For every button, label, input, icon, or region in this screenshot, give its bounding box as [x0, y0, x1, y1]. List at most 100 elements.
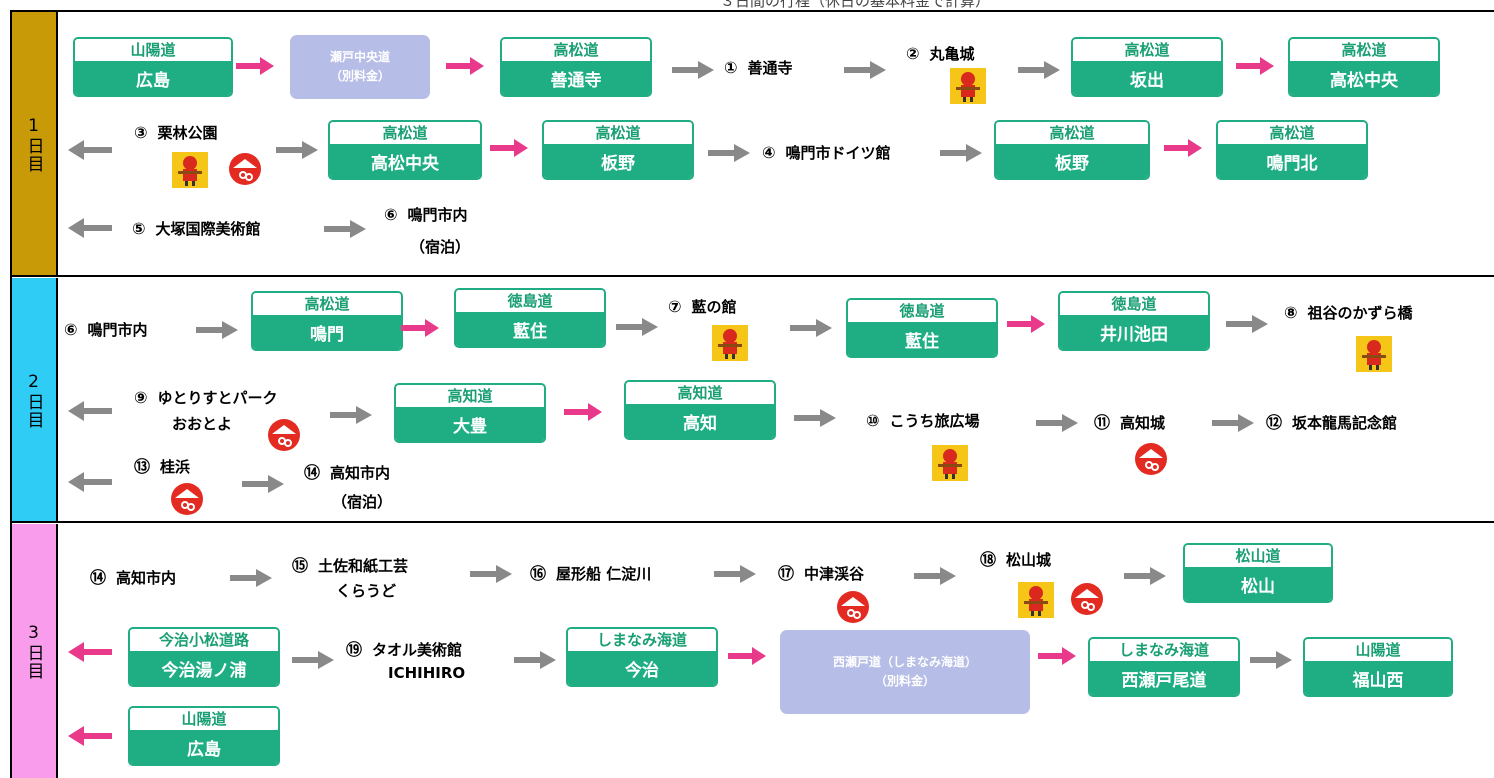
arrow-gray-icon: [1036, 414, 1078, 432]
pilgrimage-logo-icon: [267, 418, 301, 452]
highway-box: 今治小松道路 今治湯ノ浦: [128, 627, 280, 687]
toll-road-name: 瀬戸中央道: [329, 50, 390, 64]
highway-ic: 松山: [1185, 567, 1331, 601]
stop-number: ⑥: [64, 320, 78, 339]
arrow-pink-icon: [446, 57, 484, 75]
highway-box: 高知道 大豊: [394, 383, 546, 443]
highway-box: 高松道 高松中央: [328, 120, 482, 180]
pilgrimage-logo-icon: [170, 482, 204, 516]
mascot-icon: [1018, 582, 1054, 618]
stop-number: ④: [762, 143, 776, 162]
stop-name: ゆとりすとパーク: [157, 389, 278, 407]
stop-number: ⑧: [1284, 303, 1298, 322]
arrow-gray-icon: [242, 475, 284, 493]
arrow-gray-icon: [714, 565, 756, 583]
highway-box: 山陽道 広島: [128, 706, 280, 766]
highway-ic: 今治: [568, 651, 716, 685]
stop-number: ⑱: [980, 550, 997, 569]
arrow-pink-icon: [236, 57, 274, 75]
pilgrimage-logo-icon: [1070, 582, 1104, 616]
highway-road: 高知道: [626, 382, 774, 404]
highway-ic: 大豊: [396, 407, 544, 441]
highway-road: 高松道: [1073, 39, 1221, 61]
arrow-gray-icon: [940, 144, 982, 162]
pilgrimage-logo-icon: [228, 152, 262, 186]
stop-number: ①: [724, 58, 738, 77]
stop-8: ⑧ 祖谷のかずら橋: [1284, 303, 1413, 323]
arrow-gray-icon: [292, 651, 334, 669]
arrow-gray-icon: [324, 220, 366, 238]
arrow-pink-icon: [1007, 315, 1045, 333]
arrow-gray-icon: [230, 569, 272, 587]
stop-name: 中津渓谷: [804, 565, 865, 583]
arrow-gray-icon: [616, 318, 658, 336]
stop-name: 高知市内: [116, 569, 177, 587]
stop-name: 祖谷のかずら橋: [1307, 304, 1413, 322]
highway-ic: 鳴門: [253, 315, 401, 349]
stop-18: ⑱ 松山城: [980, 550, 1051, 570]
stop-name: 坂本龍馬記念館: [1292, 414, 1398, 432]
highway-ic: 広島: [130, 730, 278, 764]
highway-road: 高松道: [1290, 39, 1438, 61]
arrow-gray-icon: [1250, 651, 1292, 669]
stop-number: ⑩: [866, 411, 880, 430]
highway-ic: 藍住: [848, 322, 996, 356]
arrow-return-icon: [68, 472, 112, 492]
day-divider: [12, 275, 1494, 277]
highway-ic: 善通寺: [502, 61, 650, 95]
highway-road: 高松道: [253, 293, 401, 315]
stop-name: タオル美術館: [372, 641, 463, 659]
highway-box: 高松道 善通寺: [500, 37, 652, 97]
arrow-pink-icon: [1236, 57, 1274, 75]
arrow-gray-icon: [276, 141, 318, 159]
mascot-icon: [1356, 336, 1392, 372]
arrow-gray-icon: [1226, 315, 1268, 333]
stop-number: ⑦: [668, 297, 682, 316]
highway-road: しまなみ海道: [1090, 639, 1238, 661]
day3-label: 3日目: [23, 622, 44, 680]
highway-box: 高松道 鳴門: [251, 291, 403, 351]
arrow-gray-icon: [1212, 414, 1254, 432]
stop-name: 高知市内: [330, 464, 391, 482]
highway-ic: 高知: [626, 404, 774, 438]
stop-number: ⑰: [778, 564, 795, 583]
arrow-pink-icon: [401, 319, 439, 337]
arrow-gray-icon: [1018, 61, 1060, 79]
mascot-icon: [950, 68, 986, 104]
stop-name: 藍の館: [691, 298, 737, 316]
highway-road: 徳島道: [456, 290, 604, 312]
stop-number: ②: [906, 44, 920, 63]
arrow-gray-icon: [1124, 567, 1166, 585]
day1-label: 1日目: [23, 115, 44, 173]
arrow-pink-icon: [564, 403, 602, 421]
stop-17: ⑰ 中津渓谷: [778, 564, 864, 584]
stop-number: ⑤: [132, 219, 146, 238]
highway-box: 徳島道 藍住: [846, 298, 998, 358]
arrow-gray-icon: [790, 319, 832, 337]
arrow-gray-icon: [196, 321, 238, 339]
highway-ic: 広島: [75, 61, 231, 95]
highway-road: 山陽道: [130, 708, 278, 730]
stop-number: ⑪: [1094, 413, 1111, 432]
arrow-gray-icon: [672, 61, 714, 79]
highway-box: 山陽道 広島: [73, 37, 233, 97]
stop-name: 松山城: [1006, 551, 1052, 569]
highway-road: 高松道: [502, 39, 650, 61]
highway-ic: 板野: [544, 144, 692, 178]
highway-ic: 西瀬戸尾道: [1090, 661, 1238, 695]
arrow-gray-icon: [794, 409, 836, 427]
stop-number: ⑬: [134, 457, 151, 476]
itinerary-frame: [10, 10, 1494, 778]
highway-road: 高松道: [996, 122, 1148, 144]
highway-road: 徳島道: [1060, 293, 1208, 315]
mascot-icon: [712, 325, 748, 361]
highway-road: 今治小松道路: [130, 629, 278, 651]
stop-name: 桂浜: [160, 458, 191, 476]
